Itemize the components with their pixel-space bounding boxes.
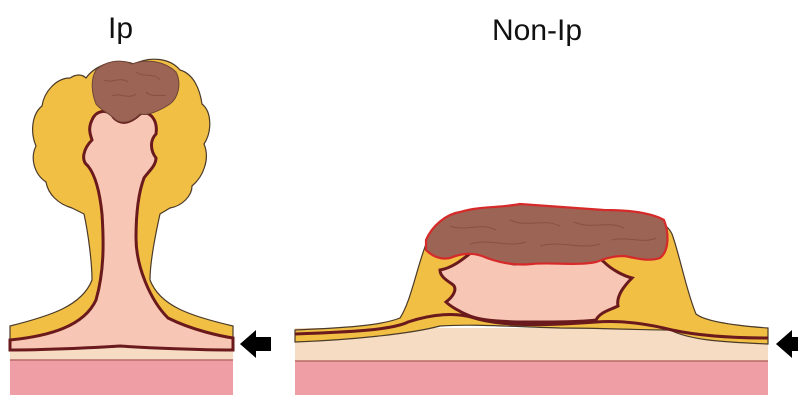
- ip-diagram: [10, 59, 233, 395]
- arrow-icon: [776, 330, 798, 358]
- ip-submucosa-layer: [10, 360, 233, 395]
- nonip-tumor-cap: [426, 204, 667, 265]
- nonip-submucosa-layer: [295, 361, 768, 395]
- arrow-icon: [240, 330, 271, 358]
- non-ip-diagram: [295, 204, 768, 395]
